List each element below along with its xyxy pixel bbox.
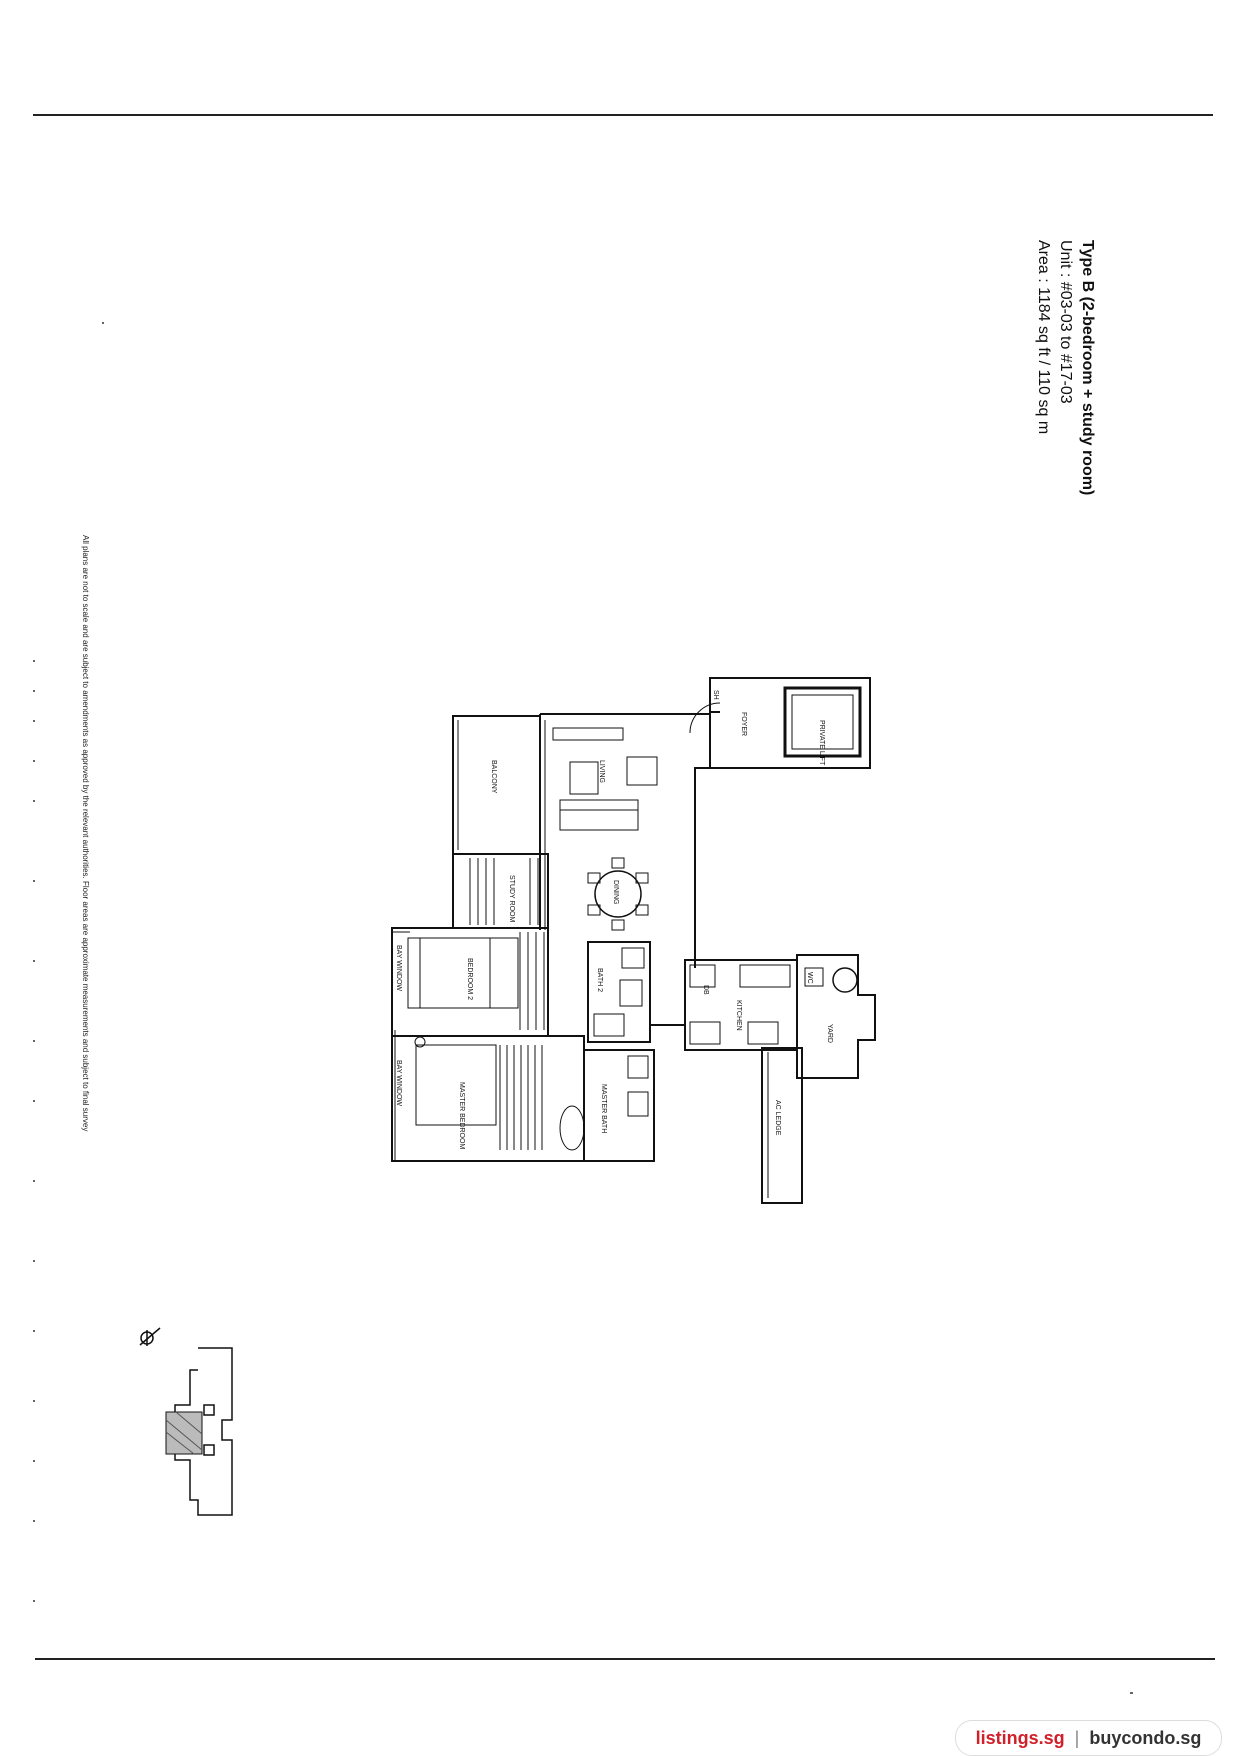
bottom-divider: [35, 1658, 1215, 1660]
label-master-bedroom: MASTER BEDROOM: [458, 1082, 465, 1149]
footer-brand-badge[interactable]: listings.sg | buycondo.sg: [955, 1720, 1222, 1756]
top-divider: [33, 114, 1213, 116]
label-dryer: DB: [702, 985, 709, 995]
label-bath-2: BATH 2: [596, 968, 603, 992]
label-shelter: SH: [712, 690, 719, 700]
label-study-room: STUDY ROOM: [508, 875, 515, 922]
label-master-bath: MASTER BATH: [600, 1084, 607, 1133]
brand-buycondo[interactable]: buycondo.sg: [1089, 1727, 1202, 1748]
label-dining: DINING: [612, 880, 619, 905]
label-bay-window-1: BAY WINDOW: [395, 945, 402, 991]
label-living: LIVING: [598, 760, 605, 783]
label-foyer: FOYER: [740, 712, 747, 736]
label-bay-window-2: BAY WINDOW: [395, 1060, 402, 1106]
margin-dots: [33, 322, 1133, 1694]
brand-listings[interactable]: listings.sg: [975, 1727, 1065, 1748]
label-wm: WC: [806, 972, 813, 984]
key-plan: [165, 1347, 233, 1516]
label-bedroom-2: BEDROOM 2: [466, 958, 473, 1000]
label-kitchen: KITCHEN: [735, 1000, 742, 1031]
brand-separator: |: [1074, 1727, 1080, 1748]
label-ac-ledge: AC LEDGE: [774, 1100, 781, 1136]
north-arrow-icon: [139, 1327, 161, 1346]
label-balcony: BALCONY: [490, 760, 497, 794]
label-private-lift: PRIVATE LIFT: [818, 720, 825, 766]
private-lift-wall: [783, 686, 862, 758]
label-yard: YARD: [826, 1024, 833, 1043]
